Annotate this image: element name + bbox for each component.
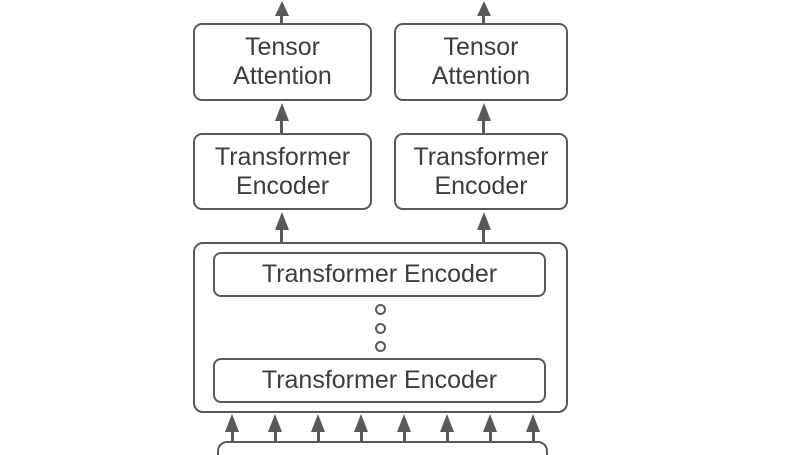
up-arrowhead-icon <box>311 414 325 432</box>
arrow-shaft <box>488 432 492 441</box>
encoder-input-arrow-left <box>274 212 289 242</box>
encoder-stack-container: Transformer Encoder Transformer Encoder <box>193 242 568 413</box>
tensor-attention-right-node: Tensor Attention <box>394 23 568 101</box>
arrow-shaft <box>316 432 320 441</box>
up-arrowhead-icon <box>476 103 491 121</box>
arrow-shaft <box>230 432 234 441</box>
up-arrowhead-icon <box>483 414 497 432</box>
arrow-shaft <box>482 16 485 23</box>
arrow-shaft <box>273 432 277 441</box>
up-arrowhead-icon <box>476 1 491 16</box>
stack-input-arrow-3 <box>311 414 326 441</box>
input-box-partial <box>217 441 548 455</box>
output-arrow-right <box>476 1 491 23</box>
arrow-shaft <box>359 432 363 441</box>
node-label: Tensor Attention <box>431 33 531 90</box>
tensor-attention-left-node: Tensor Attention <box>193 23 372 101</box>
stack-input-arrow-7 <box>483 414 498 441</box>
ellipsis-dot <box>375 323 386 334</box>
ellipsis-dot <box>375 341 386 352</box>
transformer-encoder-left-node: Transformer Encoder <box>193 133 372 210</box>
up-arrowhead-icon <box>354 414 368 432</box>
stack-input-arrow-1 <box>225 414 240 441</box>
output-arrow-left <box>274 1 289 23</box>
node-label: Transformer Encoder <box>261 260 498 288</box>
arrow-shaft <box>445 432 449 441</box>
node-label: Transformer Encoder <box>261 366 498 394</box>
arrow-shaft <box>280 230 283 242</box>
encoder-input-arrow-right <box>476 212 491 242</box>
up-arrowhead-icon <box>225 414 239 432</box>
stack-input-arrow-6 <box>440 414 455 441</box>
arrow-shaft <box>531 432 535 441</box>
ellipsis-dot <box>375 304 386 315</box>
arrow-shaft <box>482 230 485 242</box>
attention-input-arrow-left <box>274 103 289 133</box>
up-arrowhead-icon <box>274 212 289 230</box>
node-label: Tensor Attention <box>233 33 332 90</box>
node-label: Transformer Encoder <box>214 142 351 200</box>
transformer-encoder-right-node: Transformer Encoder <box>394 133 568 210</box>
up-arrowhead-icon <box>440 414 454 432</box>
arrow-shaft <box>280 121 283 133</box>
up-arrowhead-icon <box>268 414 282 432</box>
stack-input-arrow-4 <box>354 414 369 441</box>
up-arrowhead-icon <box>274 103 289 121</box>
up-arrowhead-icon <box>274 1 289 16</box>
stack-input-arrow-5 <box>397 414 412 441</box>
up-arrowhead-icon <box>526 414 540 432</box>
arrow-shaft <box>402 432 406 441</box>
up-arrowhead-icon <box>476 212 491 230</box>
stack-input-arrow-8 <box>526 414 541 441</box>
attention-input-arrow-right <box>476 103 491 133</box>
arrow-shaft <box>280 16 283 23</box>
stack-transformer-encoder-top-node: Transformer Encoder <box>213 252 546 297</box>
up-arrowhead-icon <box>397 414 411 432</box>
arrow-shaft <box>482 121 485 133</box>
stack-input-arrow-2 <box>268 414 283 441</box>
stack-transformer-encoder-bottom-node: Transformer Encoder <box>213 358 546 403</box>
node-label: Transformer Encoder <box>413 142 549 200</box>
